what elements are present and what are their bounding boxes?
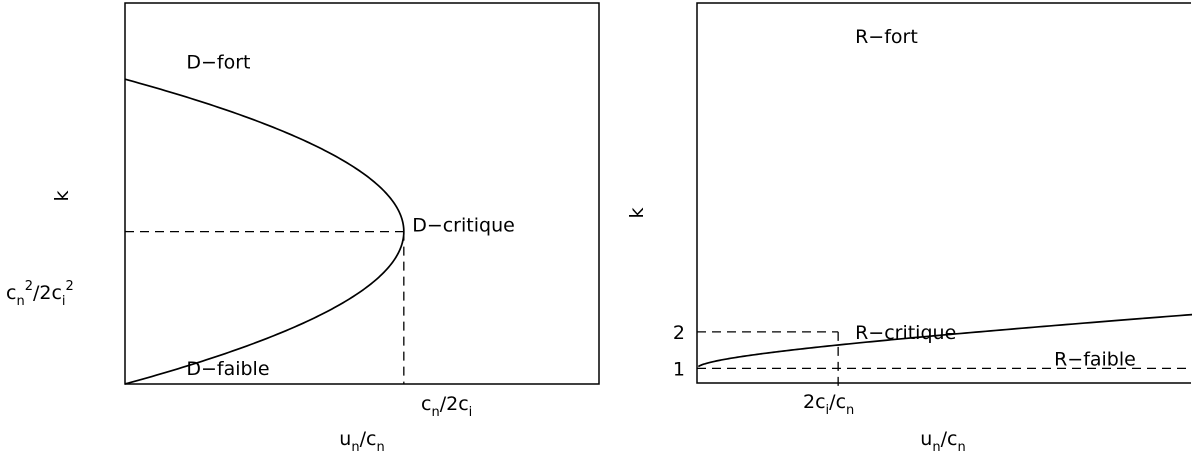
right-plot-frame [696, 2, 1191, 384]
left-ytick-critical: cn2/2ci2 [6, 279, 74, 309]
label-r-faible: R−faible [1054, 348, 1136, 370]
label-d-critique: D−critique [412, 215, 515, 237]
left-xtick-critical: cn/2ci [421, 393, 472, 420]
right-chart: k 2 1 2ci/cn un/cn R−fort R−critique R−f… [626, 2, 1192, 455]
label-r-critique: R−critique [855, 322, 956, 344]
left-chart: k cn2/2ci2 cn/2ci un/cn D−fort D−critiqu… [6, 2, 600, 455]
right-xtick-critical: 2ci/cn [803, 391, 854, 418]
right-xlabel: un/cn [920, 428, 965, 455]
right-ytick-1: 1 [673, 358, 685, 380]
left-ylabel: k [51, 190, 73, 201]
label-r-fort: R−fort [855, 26, 918, 48]
left-plot-frame [124, 2, 600, 385]
label-d-faible: D−faible [186, 358, 269, 380]
right-r-curve [697, 313, 1192, 368]
label-d-fort: D−fort [186, 52, 250, 74]
left-xlabel: un/cn [339, 428, 384, 455]
right-ylabel: k [626, 207, 648, 218]
right-ytick-2: 2 [673, 322, 685, 344]
